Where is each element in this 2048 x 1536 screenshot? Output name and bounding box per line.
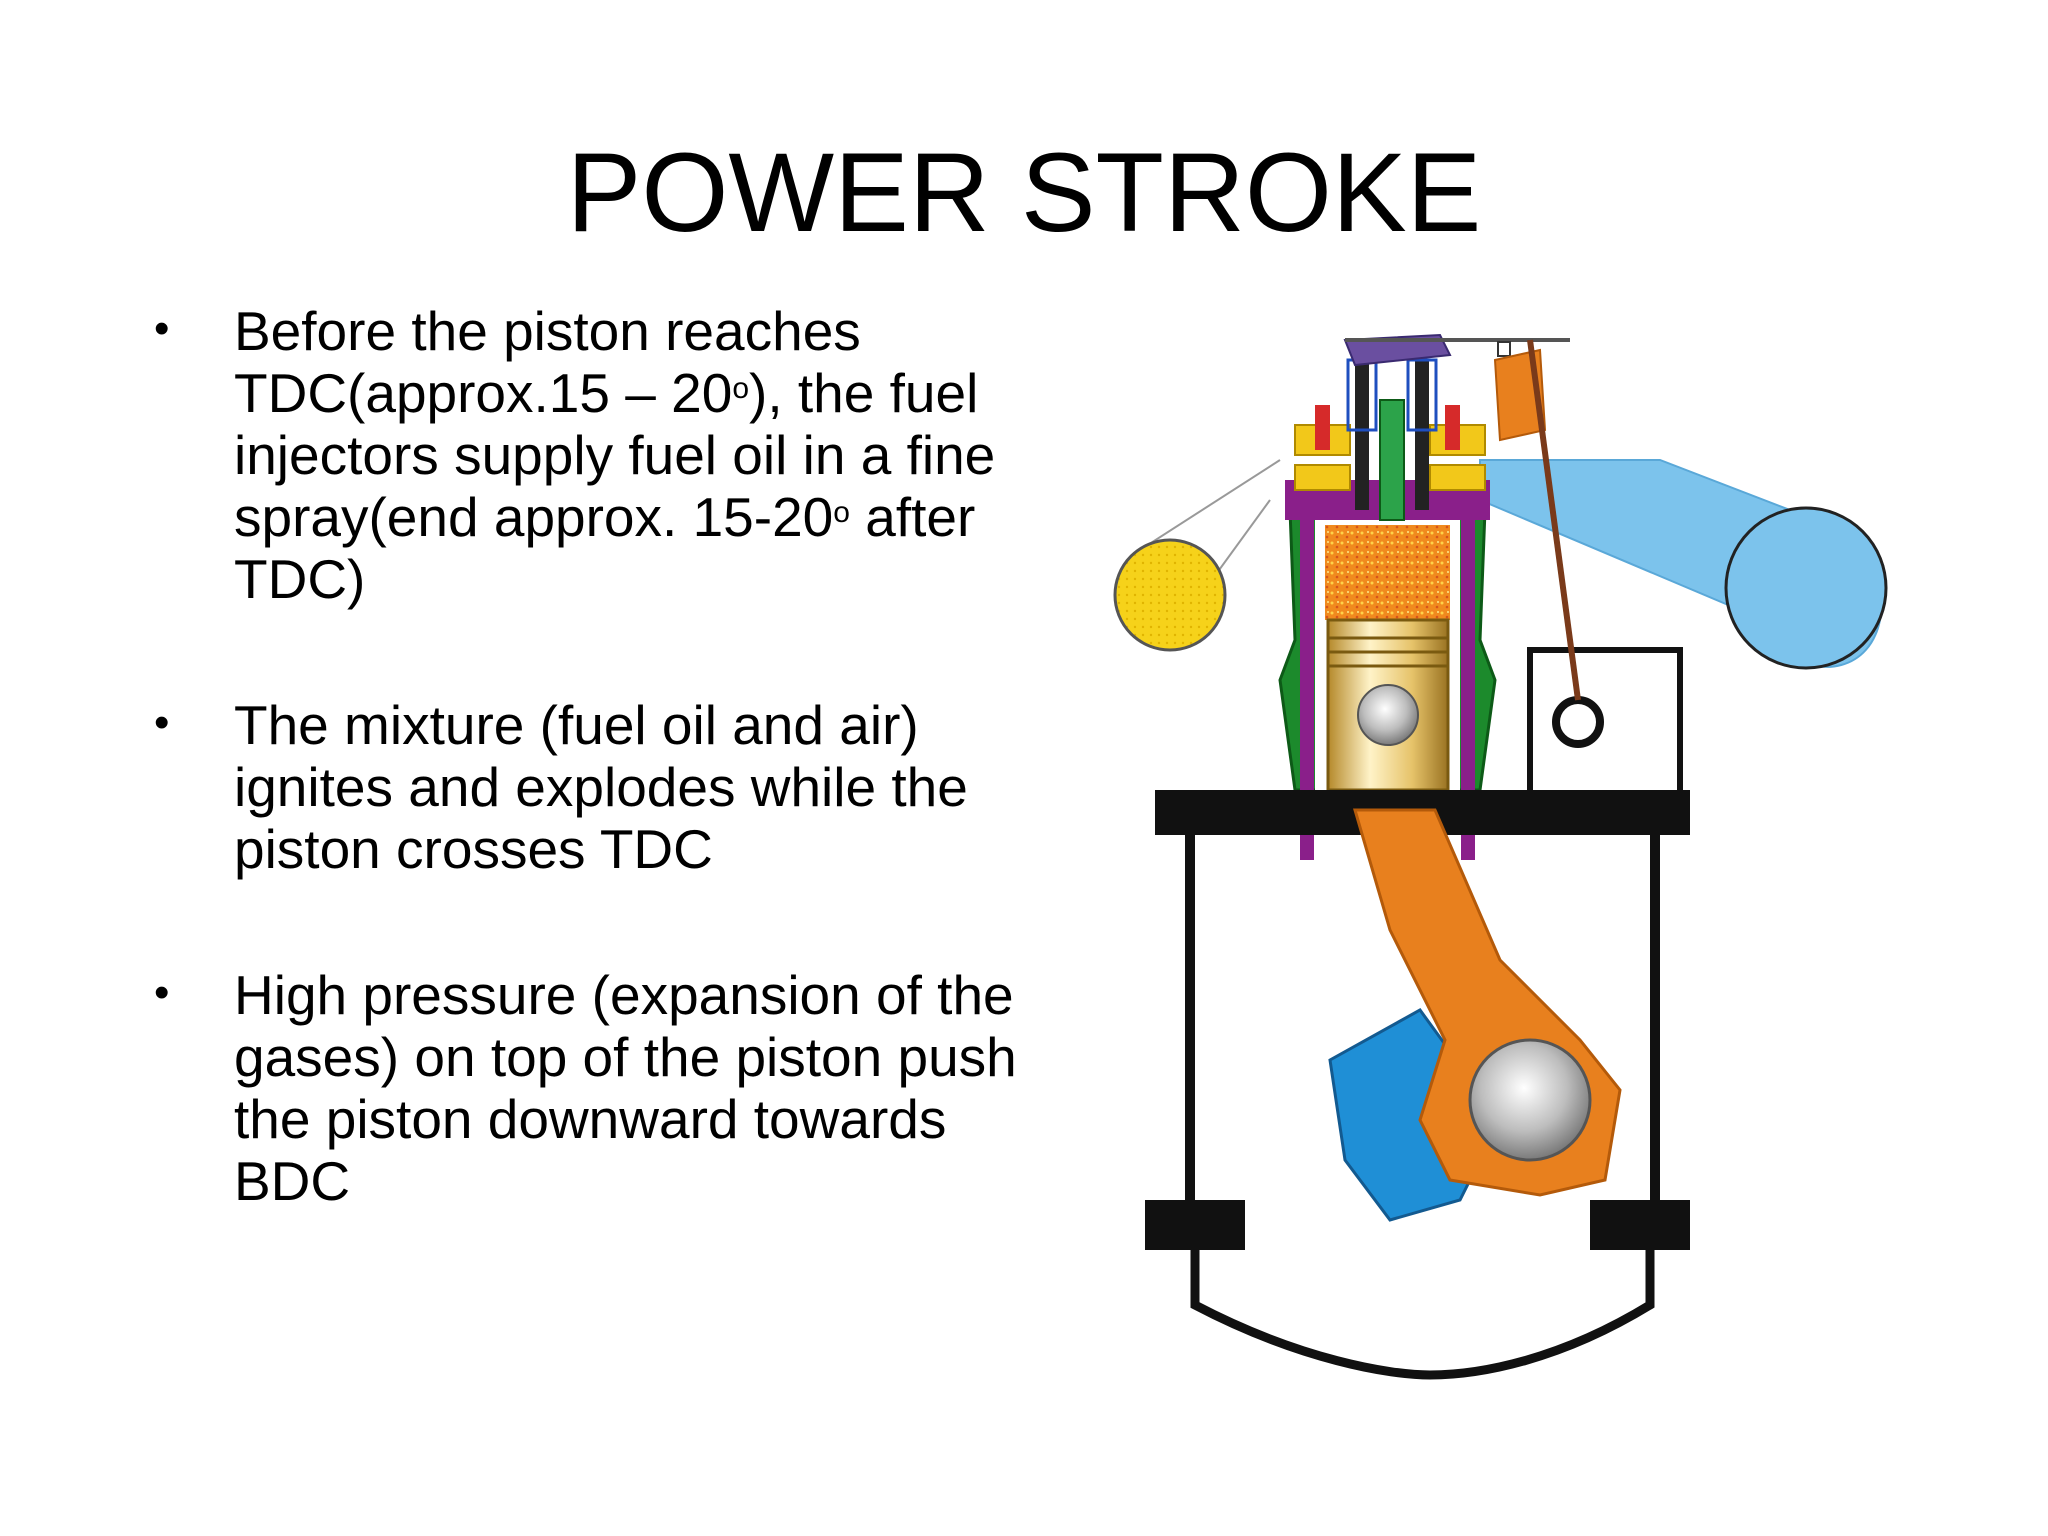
follower-wheel (1552, 696, 1604, 748)
oil-sump (1190, 1250, 1655, 1380)
head-block-right (1445, 405, 1460, 450)
slide-title: POWER STROKE (566, 130, 1482, 255)
intake-disc (1113, 538, 1227, 652)
exhaust-valve (1415, 360, 1429, 510)
crankcase-wall (1185, 835, 1660, 1200)
degree-superscript: o (833, 496, 850, 529)
head-block-left (1315, 405, 1330, 450)
combustion-chamber (1325, 525, 1450, 620)
bullet-item: • Before the piston reaches TDC(approx.1… (150, 300, 1030, 610)
degree-superscript: o (732, 372, 749, 405)
exhaust-pipe-end (1724, 506, 1888, 670)
bullet-marker: • (154, 304, 170, 353)
valve-seat-right-lower (1429, 464, 1486, 491)
intake-valve (1355, 360, 1369, 510)
bullet-text-part: after TDC) (234, 486, 976, 610)
crankcase-foot-left (1145, 1200, 1245, 1250)
bullet-item: • High pressure (expansion of the gases)… (150, 964, 1030, 1212)
rocker-arm (1343, 333, 1452, 367)
crank-pin (1468, 1038, 1592, 1162)
bullet-marker: • (154, 698, 170, 747)
fuel-injector (1379, 399, 1405, 521)
push-rod (1527, 339, 1581, 701)
bullet-list: • Before the piston reaches TDC(approx.1… (150, 300, 1030, 1296)
cylinder-liner-left (1300, 520, 1314, 860)
bullet-text-part: Before the piston reaches TDC(approx.15 … (234, 300, 861, 424)
intake-line (1139, 459, 1281, 551)
bullet-text-part: ), the fuel injectors supply fuel oil in… (234, 362, 996, 548)
valve-seat-left-lower (1294, 464, 1351, 491)
bullet-item: • The mixture (fuel oil and air) ignites… (150, 694, 1030, 880)
cylinder-liner-right (1461, 520, 1475, 860)
engine-diagram (1113, 333, 1888, 1380)
rocker-pivot (1497, 341, 1511, 357)
valve-spring-right (1406, 358, 1438, 432)
bullet-text: High pressure (expansion of the gases) o… (234, 964, 1017, 1212)
bullet-marker: • (154, 968, 170, 1017)
bullet-text: The mixture (fuel oil and air) ignites a… (234, 694, 968, 880)
crankcase-foot-right (1590, 1200, 1690, 1250)
wrist-pin (1357, 684, 1419, 746)
